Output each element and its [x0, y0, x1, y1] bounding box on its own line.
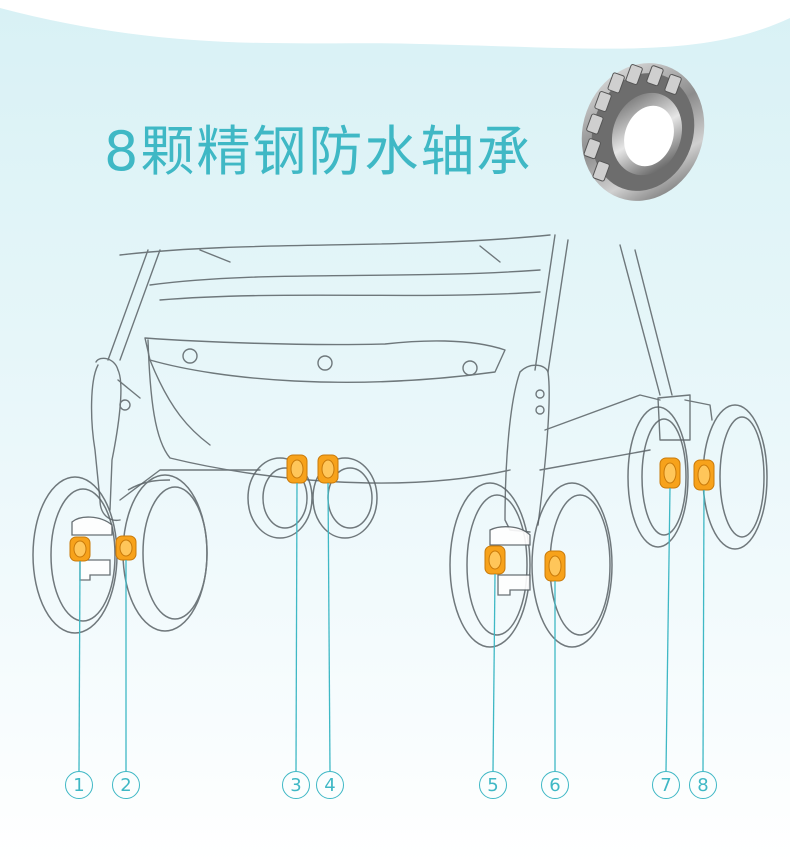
- top-wave-decoration: [0, 0, 790, 49]
- bearing-label-7: 7: [652, 771, 680, 799]
- bearing-label-2: 2: [112, 771, 140, 799]
- bearing-label-4: 4: [316, 771, 344, 799]
- bearing-icon: [581, 63, 705, 201]
- bearing-label-5: 5: [479, 771, 507, 799]
- page-title: 8颗精钢防水轴承: [104, 120, 533, 183]
- bearing-label-6: 6: [541, 771, 569, 799]
- bearing-label-3: 3: [282, 771, 310, 799]
- bearing-label-1: 1: [65, 771, 93, 799]
- bearing-label-8: 8: [689, 771, 717, 799]
